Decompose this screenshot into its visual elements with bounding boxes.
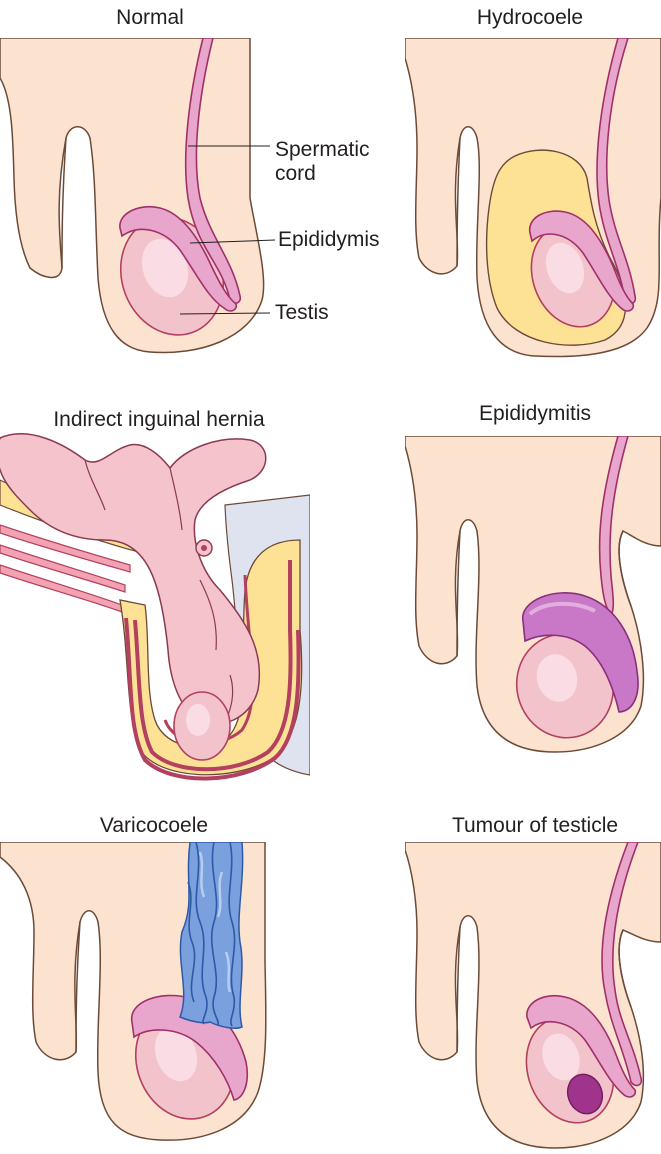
panel-title-tumour: Tumour of testicle [430,814,640,838]
hernia-illustration [0,430,310,790]
epididymitis-illustration [405,436,661,756]
panel-title-varicocoele: Varicocoele [84,814,224,838]
panel-title-hernia: Indirect inguinal hernia [34,408,284,432]
panel-title-normal: Normal [90,6,210,30]
panel-title-epididymitis: Epididymitis [460,402,610,426]
label-spermatic-cord-line2: cord [275,163,316,185]
label-epididymis: Epididymis [278,229,380,251]
tumour-illustration [405,842,661,1152]
panel-title-hydrocoele: Hydrocoele [460,6,600,30]
label-testis: Testis [275,302,329,324]
varicocoele-illustration [0,842,310,1152]
hydrocoele-illustration [405,38,661,358]
label-spermatic-cord-line1: Spermatic [275,139,370,161]
